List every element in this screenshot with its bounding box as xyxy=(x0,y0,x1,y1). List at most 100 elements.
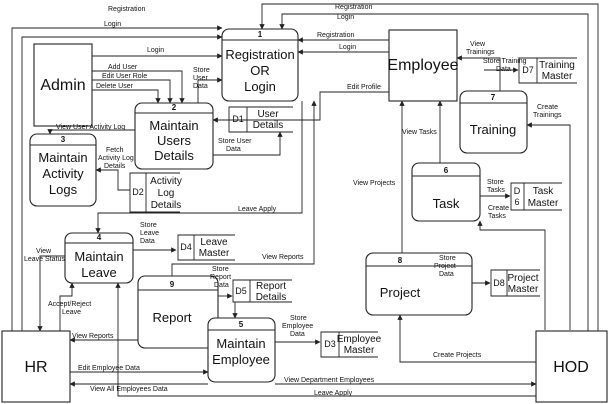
process-label-line: Employee xyxy=(212,352,270,367)
process-8: 8 Project xyxy=(365,252,473,316)
process-number: 8 xyxy=(398,256,403,265)
hod-entity: HOD xyxy=(535,330,608,403)
flow-leave-apply-bottom xyxy=(115,282,536,397)
process-label-line: Maintain xyxy=(149,118,198,133)
store-label-line: Activity xyxy=(150,176,182,187)
flow-label-delete-user: Delete User xyxy=(96,83,134,90)
store-id: 6 xyxy=(514,197,519,207)
process-label-line: Report xyxy=(152,310,191,325)
flow-label-registration-top: Registration xyxy=(108,6,145,13)
store-label-line: Task xyxy=(533,186,555,197)
process-7: 7 Training xyxy=(459,90,528,154)
store-label-line: Master xyxy=(508,284,539,295)
process-number: 3 xyxy=(61,135,66,144)
store-id: D5 xyxy=(235,286,247,296)
flow-view-reports-top xyxy=(171,100,317,276)
store-label-line: Master xyxy=(528,198,559,209)
flow-labels: Registration Registration Login Login Lo… xyxy=(24,4,562,397)
process-3: 3 Maintain Activity Logs xyxy=(29,133,97,207)
process-5: 5 Maintain Employee xyxy=(207,317,276,383)
admin-label: Admin xyxy=(40,77,85,94)
flow-label-edit-employee-data: Edit Employee Data xyxy=(78,365,140,372)
process-6: 6 Task xyxy=(411,162,481,222)
flow-registration-top xyxy=(259,3,599,333)
flow-label-view-reports-top: View Reports xyxy=(262,254,304,261)
flow-label-view-user-activity-log: View User Activity Log xyxy=(56,124,125,131)
employee-label: Employee xyxy=(387,57,458,74)
store-label-line: Log xyxy=(158,188,175,199)
process-label-line: Maintain xyxy=(74,249,123,264)
hr-label: HR xyxy=(24,359,47,376)
admin-entity: Admin xyxy=(33,43,93,127)
employee-entity: Employee xyxy=(387,29,459,102)
process-label-line: Users xyxy=(157,133,191,148)
flow-label-view-tasks: View Tasks xyxy=(402,129,437,136)
store-label-line: Project xyxy=(507,273,538,284)
flow-label-create-projects: Create Projects xyxy=(433,352,482,359)
flow-create-tasks xyxy=(477,220,546,330)
process-label-line: Task xyxy=(433,196,460,211)
process-number: 4 xyxy=(97,233,102,242)
store-id: D7 xyxy=(522,65,534,75)
flow-leave-apply-top xyxy=(95,101,303,234)
flow-create-trainings xyxy=(526,122,571,330)
flow-create-projects xyxy=(397,314,536,363)
process-number: 1 xyxy=(258,30,263,39)
process-number: 2 xyxy=(172,103,177,112)
flow-label-view-department-employees: View Department Employees xyxy=(284,377,375,384)
flow-lines xyxy=(11,3,599,397)
process-label-line: Project xyxy=(380,285,421,300)
data-store-d7: D7 Training Master xyxy=(518,57,577,84)
process-1: 1 Registration OR Login xyxy=(221,28,299,102)
flow-store-user-data-p1 xyxy=(197,77,223,103)
data-store-d5: D5 Report Details xyxy=(232,279,292,303)
process-label-line: Login xyxy=(244,79,276,94)
process-label-line: Training xyxy=(470,122,516,137)
flow-fetch-activity-log xyxy=(95,167,130,191)
store-label-line: Report xyxy=(256,281,286,292)
store-label-line: Training xyxy=(539,60,575,71)
store-label-line: Details xyxy=(151,200,182,211)
flow-store-user-data-d1 xyxy=(213,131,283,156)
process-label-line: OR xyxy=(250,63,270,78)
data-store-d4: D4 Leave Master xyxy=(177,234,235,261)
flow-login-top xyxy=(279,13,589,333)
store-label-line: User xyxy=(257,109,279,120)
flow-login-hr xyxy=(21,34,223,333)
flow-label-view-reports-hr: View Reports xyxy=(72,333,114,340)
store-id: D xyxy=(514,186,521,196)
process-number: 5 xyxy=(239,320,244,329)
process-2: 2 Maintain Users Details xyxy=(134,102,214,170)
store-label-line: Employee xyxy=(337,334,382,345)
flow-label-login-emp: Login xyxy=(339,44,356,51)
data-store-d3: D3 Employee Master xyxy=(320,331,382,358)
process-9: 9 Report xyxy=(137,275,219,349)
store-id: D8 xyxy=(493,278,505,288)
store-label-line: Details xyxy=(253,120,284,131)
flow-label-edit-profile: Edit Profile xyxy=(347,84,381,91)
hr-entity: HR xyxy=(1,330,71,403)
flow-label-registration-hod: Registration xyxy=(335,4,372,11)
flow-add-user xyxy=(92,70,185,104)
process-number: 6 xyxy=(444,166,449,175)
flow-label-view-all-employees: View All Employees Data xyxy=(90,386,168,393)
flow-view-leave-status xyxy=(37,255,65,332)
process-label-line: Leave xyxy=(81,265,116,280)
data-store-d8: D8 Project Master xyxy=(490,269,540,297)
process-number: 9 xyxy=(170,280,175,289)
process-number: 7 xyxy=(491,93,496,102)
flow-label-add-user: Add User xyxy=(108,64,138,71)
store-id: D2 xyxy=(132,187,144,197)
